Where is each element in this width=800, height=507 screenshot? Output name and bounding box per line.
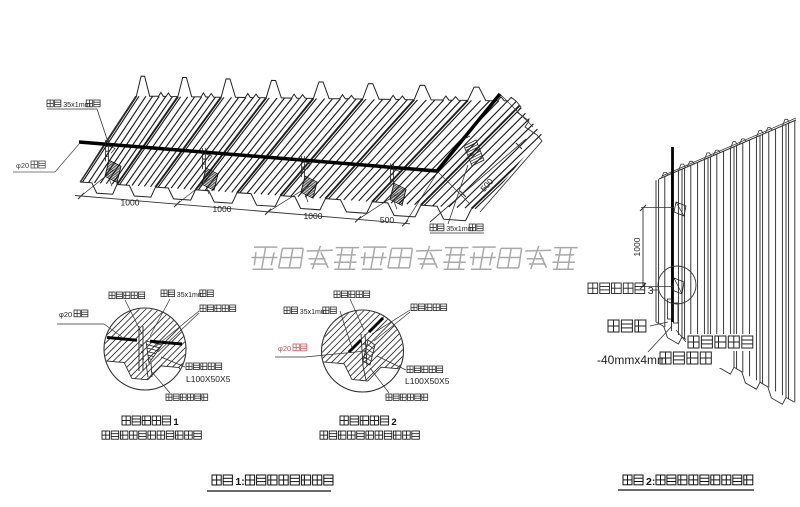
svg-text:L100X50X5: L100X50X5 <box>186 374 231 384</box>
svg-text:1:: 1: <box>235 476 244 488</box>
svg-text:φ20: φ20 <box>278 344 291 353</box>
svg-text:3: 3 <box>648 285 654 297</box>
svg-text:L100X50X5: L100X50X5 <box>405 376 450 386</box>
svg-text:1000: 1000 <box>121 198 140 208</box>
svg-text:1000: 1000 <box>304 211 323 221</box>
svg-text:1: 1 <box>173 417 179 428</box>
svg-text:2: 2 <box>391 417 396 428</box>
svg-text:-40mmx4mm: -40mmx4mm <box>597 353 667 367</box>
svg-text:35x1mm: 35x1mm <box>177 292 204 299</box>
svg-text:φ20: φ20 <box>59 310 72 319</box>
svg-text:35x1mm: 35x1mm <box>446 224 474 233</box>
svg-text:2:: 2: <box>646 476 655 488</box>
svg-text:1000: 1000 <box>213 204 232 214</box>
svg-text:35x1mm: 35x1mm <box>63 100 91 109</box>
svg-text:1000: 1000 <box>632 237 642 256</box>
svg-text:35x1mm: 35x1mm <box>300 309 327 316</box>
svg-text:500: 500 <box>380 215 394 225</box>
svg-text:φ20: φ20 <box>16 161 29 170</box>
